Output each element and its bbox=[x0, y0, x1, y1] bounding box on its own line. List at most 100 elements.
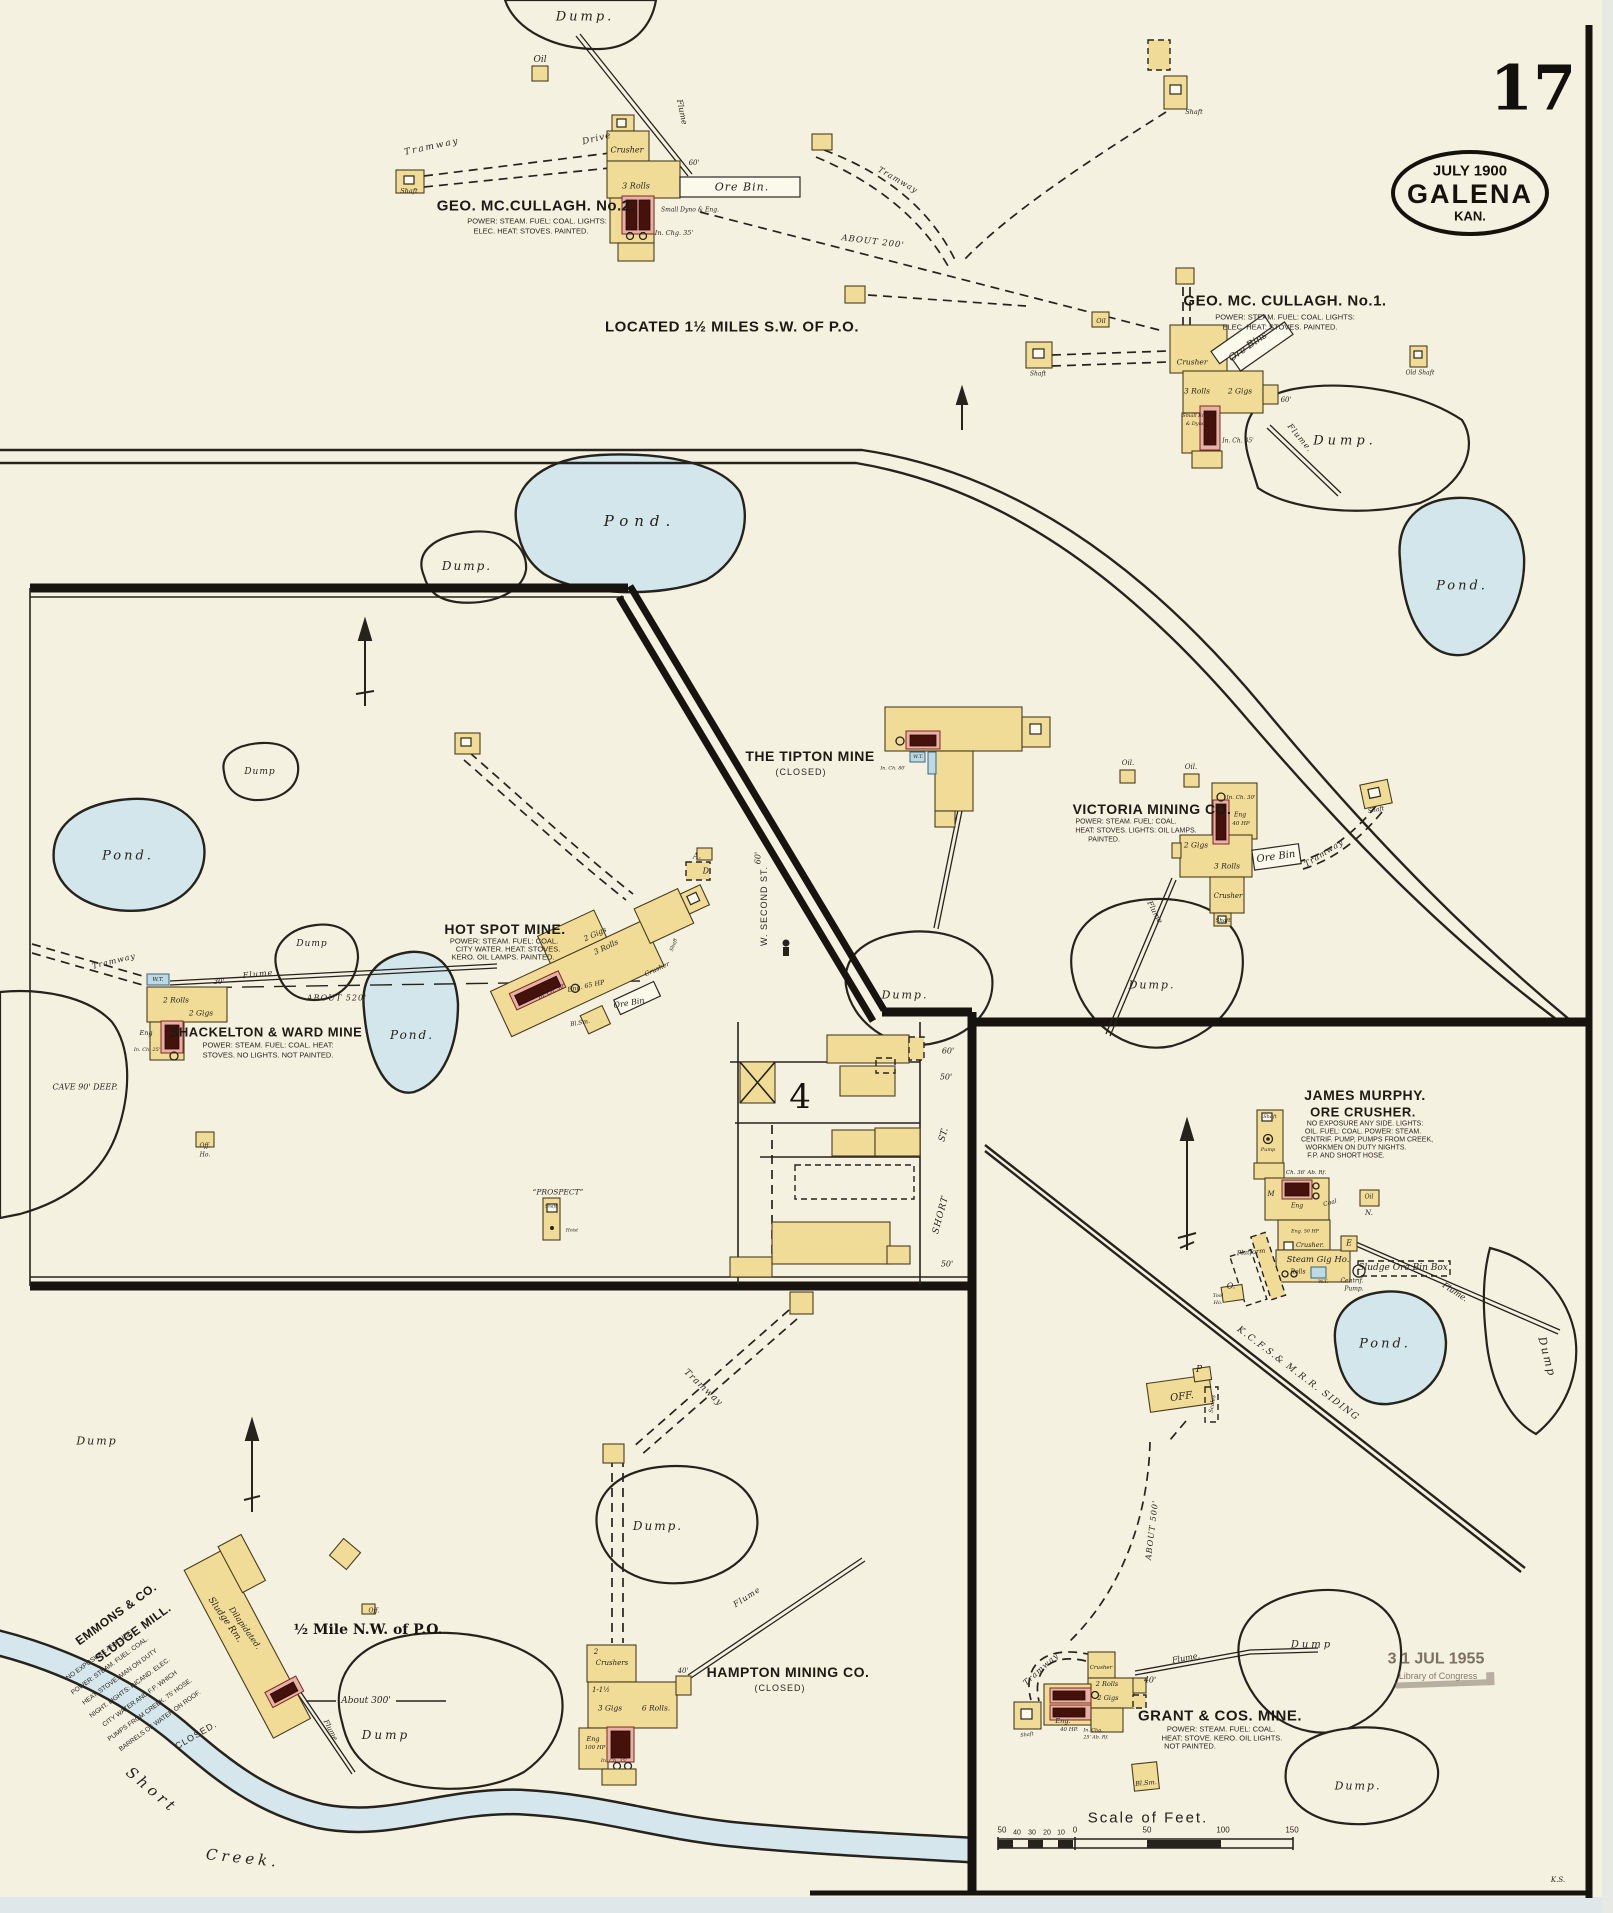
dump-label: Dump. bbox=[555, 10, 615, 25]
street-label: W. SECOND ST. bbox=[759, 866, 769, 946]
office-label: Off. bbox=[199, 1143, 210, 1150]
scale-tick: 50 bbox=[998, 1826, 1007, 1835]
hoist-label: Hoist bbox=[565, 1228, 578, 1234]
rolls-label: 3 Rolls bbox=[1184, 387, 1210, 396]
ore-bin-label: Ore Bin bbox=[1256, 849, 1296, 865]
oil-house-label: Oil bbox=[1096, 317, 1106, 325]
equip-label: & Dyno. bbox=[1186, 421, 1207, 427]
mine-note: POWER: STEAM. FUEL: COAL. bbox=[450, 937, 558, 946]
mine-note: POWER: STEAM. FUEL: COAL. bbox=[1075, 819, 1176, 826]
equip-label: Eng. bbox=[1054, 1717, 1070, 1725]
office-label: Off. bbox=[368, 1608, 379, 1615]
office-label: Ho. bbox=[199, 1152, 211, 1159]
pond-label: Pond. bbox=[603, 512, 677, 530]
mine-title-murphy: JAMES MURPHY. bbox=[1304, 1087, 1426, 1103]
stamp-date: 3 1 JUL 1955 bbox=[1388, 1651, 1485, 1668]
shaft-label: Shaft bbox=[1020, 1731, 1035, 1739]
letter-label: P bbox=[1195, 1365, 1203, 1375]
library-stamp-smudge bbox=[1395, 1672, 1495, 1689]
mine-note: POWER: STEAM. FUEL: COAL. bbox=[1167, 1725, 1275, 1734]
oil-house-label: Oil bbox=[533, 55, 546, 65]
dump-label: Dump. bbox=[632, 1519, 683, 1533]
scales-label: Scales bbox=[1208, 1394, 1217, 1413]
mine-note: CITY WATER. HEAT: STOVES. bbox=[456, 945, 561, 954]
dump-label: Dump bbox=[1290, 1640, 1333, 1651]
equip-label: In. Chg. 35' bbox=[654, 229, 694, 237]
letter-label: D. bbox=[702, 867, 712, 876]
crusher-label: Crusher. bbox=[1296, 1241, 1324, 1249]
pond-label: Pond. bbox=[1435, 579, 1488, 594]
rolls-label: 3 Rolls bbox=[622, 182, 650, 191]
mine-note: PAINTED. bbox=[1088, 837, 1120, 844]
dim-label: 30' bbox=[214, 978, 225, 986]
pond-label: Pond. bbox=[389, 1028, 434, 1042]
scale-tick: 100 bbox=[1216, 1826, 1230, 1835]
scale-title: Scale of Feet. bbox=[1088, 1810, 1209, 1827]
platform-label: Platform bbox=[1235, 1247, 1265, 1258]
pump-label: Pump. bbox=[1343, 1286, 1363, 1293]
pond-shapes bbox=[52, 453, 1526, 1406]
mine-title-murphy2: ORE CRUSHER. bbox=[1310, 1105, 1416, 1120]
dim-label: 50' bbox=[941, 1260, 953, 1269]
water-tank-label: W.T. bbox=[1318, 1279, 1328, 1285]
mine-title-hampton: HAMPTON MINING CO. bbox=[707, 1664, 870, 1680]
mine-note: ELEC. HEAT: STOVES. PAINTED. bbox=[1222, 323, 1337, 332]
pump-label: Centrif. bbox=[1340, 1278, 1363, 1285]
equip-label: In. Ch. 35' bbox=[1221, 438, 1254, 445]
short-creek bbox=[0, 1629, 971, 1864]
street-label: ST. bbox=[937, 1127, 950, 1143]
crusher-label: Crusher bbox=[1214, 892, 1243, 900]
block-number: 4 bbox=[789, 1077, 811, 1117]
mine-note: POWER: STEAM. FUEL: COAL. HEAT: bbox=[202, 1041, 333, 1050]
equip-label: 40 HP. bbox=[1059, 1727, 1078, 1733]
tool-house-label: Ho. bbox=[1213, 1300, 1223, 1306]
corner-mark: K.S. bbox=[1550, 1876, 1565, 1884]
distance-label: About 300' bbox=[340, 1696, 391, 1706]
rolls-label: 3 Rolls bbox=[1214, 862, 1240, 871]
crusher-label: 2 bbox=[593, 1648, 599, 1656]
shaft-label: Shaft bbox=[1185, 108, 1203, 116]
crusher-label: Crusher bbox=[611, 146, 645, 155]
blacksmith-label: Bl.Sm. bbox=[1134, 1778, 1157, 1788]
flume-label: Flume bbox=[241, 968, 273, 980]
dump-label: Dump bbox=[75, 1435, 117, 1448]
distance-label: ABOUT 520' bbox=[306, 994, 367, 1003]
mine-note: POWER: STEAM. FUEL: COAL. LIGHTS: bbox=[1215, 313, 1355, 322]
scale-bar bbox=[997, 1837, 1294, 1850]
equip-label: 100 HP bbox=[585, 1745, 606, 1751]
dump-label: Dump. bbox=[881, 989, 929, 1002]
mine-note: OIL. FUEL: COAL. POWER: STEAM. bbox=[1305, 1129, 1421, 1136]
mine-note: HEAT: STOVE. KERO. OIL LIGHTS. bbox=[1162, 1734, 1283, 1743]
title-oval bbox=[1391, 150, 1549, 236]
oil-house-label: Oil. bbox=[1185, 763, 1197, 771]
oval-state: KAN. bbox=[1454, 209, 1486, 224]
equip-label: Small Dyno & Eng. bbox=[661, 207, 719, 214]
mine-note: CENTRIF. PUMP, PUMPS FROM CREEK, bbox=[1301, 1137, 1433, 1144]
gigs-label: 3 Gigs bbox=[598, 1704, 622, 1713]
prospect-label: “PROSPECT” bbox=[533, 1188, 584, 1197]
oil-house-label: Oil bbox=[1365, 1194, 1374, 1201]
equip-label: 40 HP bbox=[1231, 821, 1250, 827]
letter-label: N. bbox=[1364, 1209, 1373, 1217]
equip-label: Eng bbox=[585, 1735, 599, 1743]
shaft-label: Shaft bbox=[400, 187, 418, 195]
equip-label: In. Ch. 80' bbox=[879, 766, 905, 772]
scale-tick: 0 bbox=[1073, 1826, 1078, 1835]
railroad-siding bbox=[984, 1144, 1526, 1573]
pond-label: Pond. bbox=[1358, 1337, 1411, 1352]
stamp-owner: Library of Congress bbox=[1399, 1671, 1478, 1681]
scan-edge-bottom bbox=[0, 1897, 1613, 1913]
oval-city: GALENA bbox=[1407, 179, 1533, 209]
buildings bbox=[146, 39, 1451, 1792]
office-label: OFF. bbox=[1169, 1390, 1194, 1404]
cave-label: CAVE 90' DEEP. bbox=[53, 1083, 118, 1092]
dim-label: 50' bbox=[940, 1073, 952, 1082]
shaft-label: Shaft bbox=[1367, 805, 1385, 815]
scale-tick: 50 bbox=[1143, 1826, 1152, 1835]
hydrant-icon bbox=[782, 939, 790, 956]
mine-note: POWER: STEAM. FUEL: COAL. LIGHTS: bbox=[467, 217, 607, 226]
water-tank-label: W.T. bbox=[152, 977, 163, 983]
gigs-label: 2 Gigs bbox=[188, 1009, 213, 1018]
dim-label: 60' bbox=[1281, 396, 1292, 404]
mine-title-hotspot: HOT SPOT MINE. bbox=[444, 921, 565, 937]
